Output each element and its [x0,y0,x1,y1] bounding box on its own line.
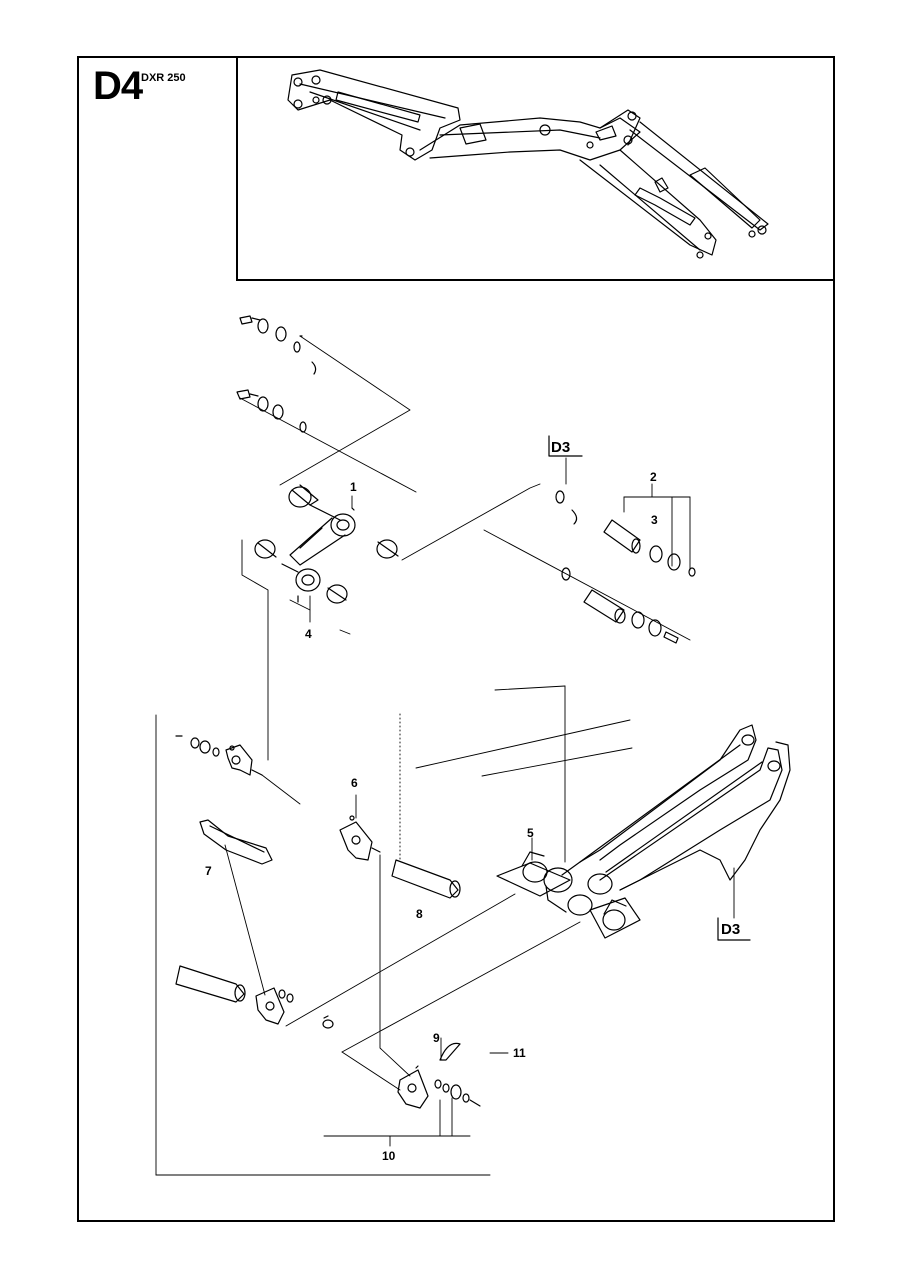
overview-frame [236,56,835,281]
callout-5: 5 [527,826,534,840]
callout-8: 8 [416,907,423,921]
pin-lower-left [175,965,246,1003]
callout-11: 11 [513,1046,526,1060]
pin-item-8 [391,859,461,899]
link-assembly-upper [254,484,399,604]
upper-bolt-set-b [236,389,307,433]
callout-1: 1 [350,480,357,494]
callout-10: 10 [382,1149,396,1163]
page-frame [77,56,835,1222]
callout-6: 6 [351,776,358,790]
boom-assembly [496,724,791,939]
lever-item-7 [199,819,273,865]
bracket-lower-left [255,987,334,1029]
ref-box-lower [717,917,751,941]
model-name: DXR 250 [141,72,186,84]
callout-4: 4 [305,627,312,641]
diagram-code: D4 [93,64,143,108]
bracket-center [339,815,381,861]
bracket-upper-left [175,735,263,776]
overview-arm-assembly [287,69,769,259]
pin-set-lower-right [561,567,679,644]
callout-7: 7 [205,864,212,878]
reference-upper: D3 [551,439,570,456]
reference-lower: D3 [721,921,740,938]
upper-bolt-set-a [239,315,317,375]
pin-set-upper-right [555,490,696,577]
ref-box-upper [548,435,583,457]
callout-9: 9 [433,1031,440,1045]
callout-3: 3 [651,513,658,527]
callout-2: 2 [650,470,657,484]
assembly-lines [155,335,735,1176]
bracket-lower-center [397,1042,481,1109]
